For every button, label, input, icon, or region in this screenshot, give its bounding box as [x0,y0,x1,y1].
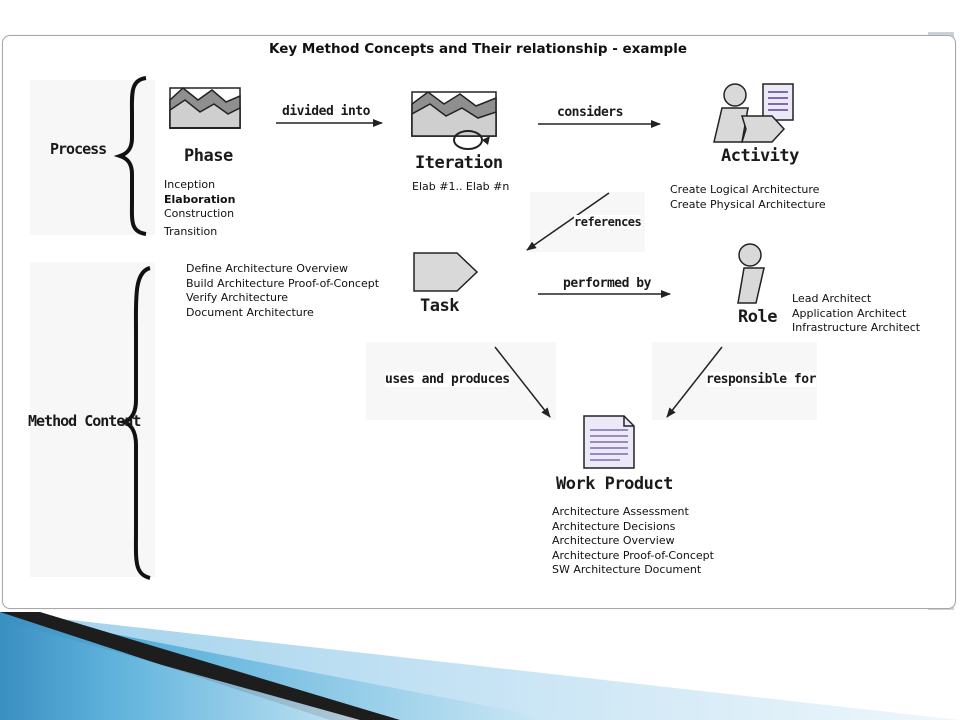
references-label: references [574,215,642,229]
iteration-items: Elab #1.. Elab #n [412,180,509,195]
uses-and-produces-label: uses and produces [385,372,510,387]
responsible-for-label: responsible for [706,372,816,387]
work-product-icon [583,415,635,469]
work-product-item: Architecture Assessment [552,505,689,518]
performed-by-label: performed by [563,276,651,291]
role-icon [737,243,765,304]
arrow-uses-and-produces [494,346,551,418]
phase-item: Transition [164,224,218,238]
work-product-item: Architecture Decisions [552,519,676,533]
method-content-brace [117,266,151,580]
method-content-section-label: Method Content [28,412,141,430]
role-label: Role [738,307,777,327]
divided-into-label: divided into [282,104,370,119]
iteration-label: Iteration [415,153,503,173]
task-icon [413,252,479,292]
process-section-label: Process [50,140,107,158]
task-items: Define Architecture Overview Build Archi… [186,262,379,320]
considers-label: considers [557,105,623,120]
iteration-icon [411,91,497,150]
work-product-item: SW Architecture Document [552,563,702,576]
work-product-item: Architecture Overview [552,534,675,547]
activity-items: Create Logical Architecture Create Physi… [670,183,826,212]
activity-item: Create Logical Architecture [670,183,820,196]
task-item: Define Architecture Overview [186,262,349,275]
phase-item-current: Elaboration [164,192,236,206]
process-brace [113,76,147,236]
work-product-label: Work Product [556,474,673,494]
role-item: Infrastructure Architect [792,321,921,334]
task-item: Document Architecture [186,305,314,319]
arrow-responsible-for [666,346,723,418]
task-item: Build Architecture Proof-of-Concept [186,276,380,290]
role-item: Lead Architect [792,292,872,305]
phase-item: Inception [164,178,216,191]
phase-items: Inception Elaboration Construction Trans… [164,178,235,239]
phase-icon [169,87,241,129]
role-items: Lead Architect Application Architect Inf… [792,292,920,336]
arrow-references [526,192,610,251]
work-product-item: Architecture Proof-of-Concept [552,548,714,562]
role-item: Application Architect [792,306,907,320]
iteration-item: Elab #1.. Elab #n [412,180,510,193]
process-panel [30,80,155,235]
phase-item: Construction [164,207,235,220]
task-item: Verify Architecture [186,291,289,304]
task-label: Task [420,296,459,316]
activity-icon [713,83,794,143]
work-product-items: Architecture Assessment Architecture Dec… [552,505,714,578]
activity-label: Activity [721,146,799,166]
decorative-wedge [0,612,960,720]
activity-item: Create Physical Architecture [670,197,826,211]
phase-label: Phase [184,146,233,166]
diagram-title: Key Method Concepts and Their relationsh… [269,41,687,57]
